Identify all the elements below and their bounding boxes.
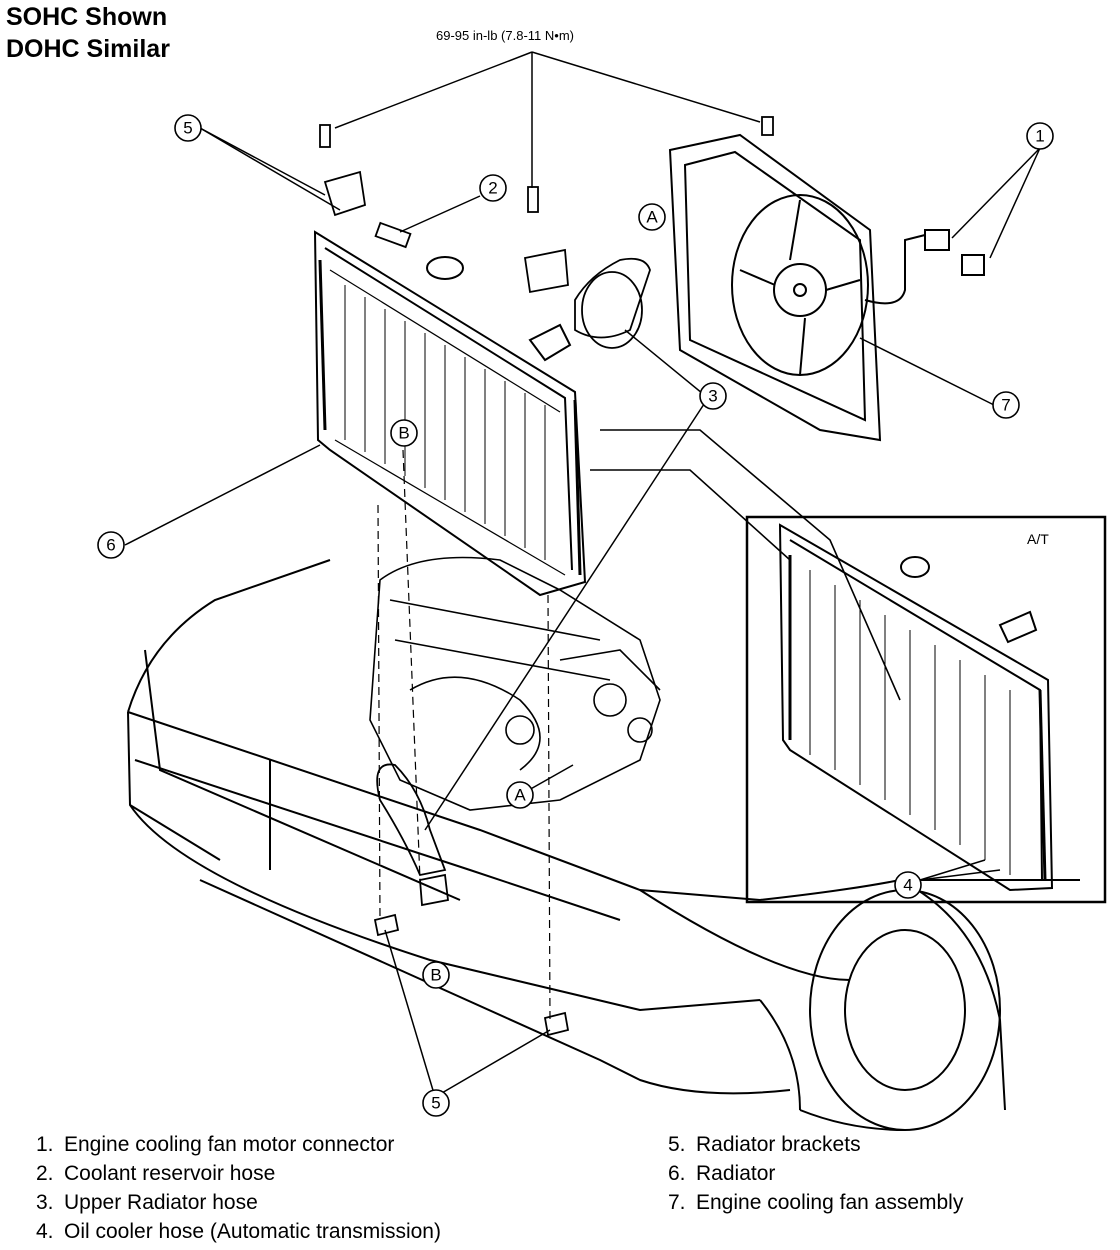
legend-item: 1.Engine cooling fan motor connector	[36, 1133, 395, 1156]
alignment-lines	[377, 449, 551, 1021]
radiator-brackets	[319, 116, 774, 1037]
callout-3: 3	[708, 387, 717, 406]
callout-5-bottom: 5	[431, 1094, 440, 1113]
letter-b-top: B	[398, 424, 409, 443]
letter-a-top: A	[646, 208, 658, 227]
radiator-cap	[426, 256, 464, 280]
legend-right: 5.Radiator brackets 6.Radiator 7.Engine …	[668, 1130, 963, 1217]
letter-a-bottom: A	[514, 786, 526, 805]
radiator-core	[344, 285, 546, 560]
callout-1: 1	[1035, 127, 1044, 146]
inset-label: A/T	[1027, 531, 1049, 547]
legend-item: 5.Radiator brackets	[668, 1133, 861, 1156]
inset-frame	[745, 515, 1107, 904]
header-line-2: DOHC Similar	[6, 35, 170, 63]
car-body	[127, 429, 1080, 1131]
legend-left: 1.Engine cooling fan motor connector 2.C…	[36, 1130, 441, 1246]
legend-item: 6.Radiator	[668, 1162, 776, 1185]
callout-2: 2	[488, 179, 497, 198]
inset-radiator	[778, 523, 1054, 892]
radiator	[313, 230, 587, 597]
letter-b-bottom: B	[430, 966, 441, 985]
callout-5-top: 5	[183, 119, 192, 138]
legend-item: 2.Coolant reservoir hose	[36, 1162, 276, 1185]
bolt-left	[319, 124, 331, 148]
fan-connector	[924, 229, 950, 251]
bolt-right	[761, 116, 774, 136]
callout-4: 4	[903, 876, 912, 895]
legend-item: 4.Oil cooler hose (Automatic transmissio…	[36, 1220, 441, 1243]
front-wheel	[809, 889, 1001, 1131]
legend-item: 3.Upper Radiator hose	[36, 1191, 258, 1214]
header-line-1: SOHC Shown	[6, 3, 168, 31]
torque-spec: 69-95 in-lb (7.8-11 N•m)	[436, 28, 574, 43]
bolt-center	[527, 186, 539, 213]
legend-item: 7.Engine cooling fan assembly	[668, 1191, 964, 1214]
fan-connector-mate	[961, 254, 985, 276]
leader-lines	[124, 51, 1041, 1098]
callout-7: 7	[1001, 396, 1010, 415]
callout-markers	[97, 114, 1054, 1117]
engine	[369, 556, 661, 811]
upper-radiator-hose	[376, 257, 651, 877]
fan-assembly	[668, 133, 985, 442]
callout-6: 6	[106, 536, 115, 555]
